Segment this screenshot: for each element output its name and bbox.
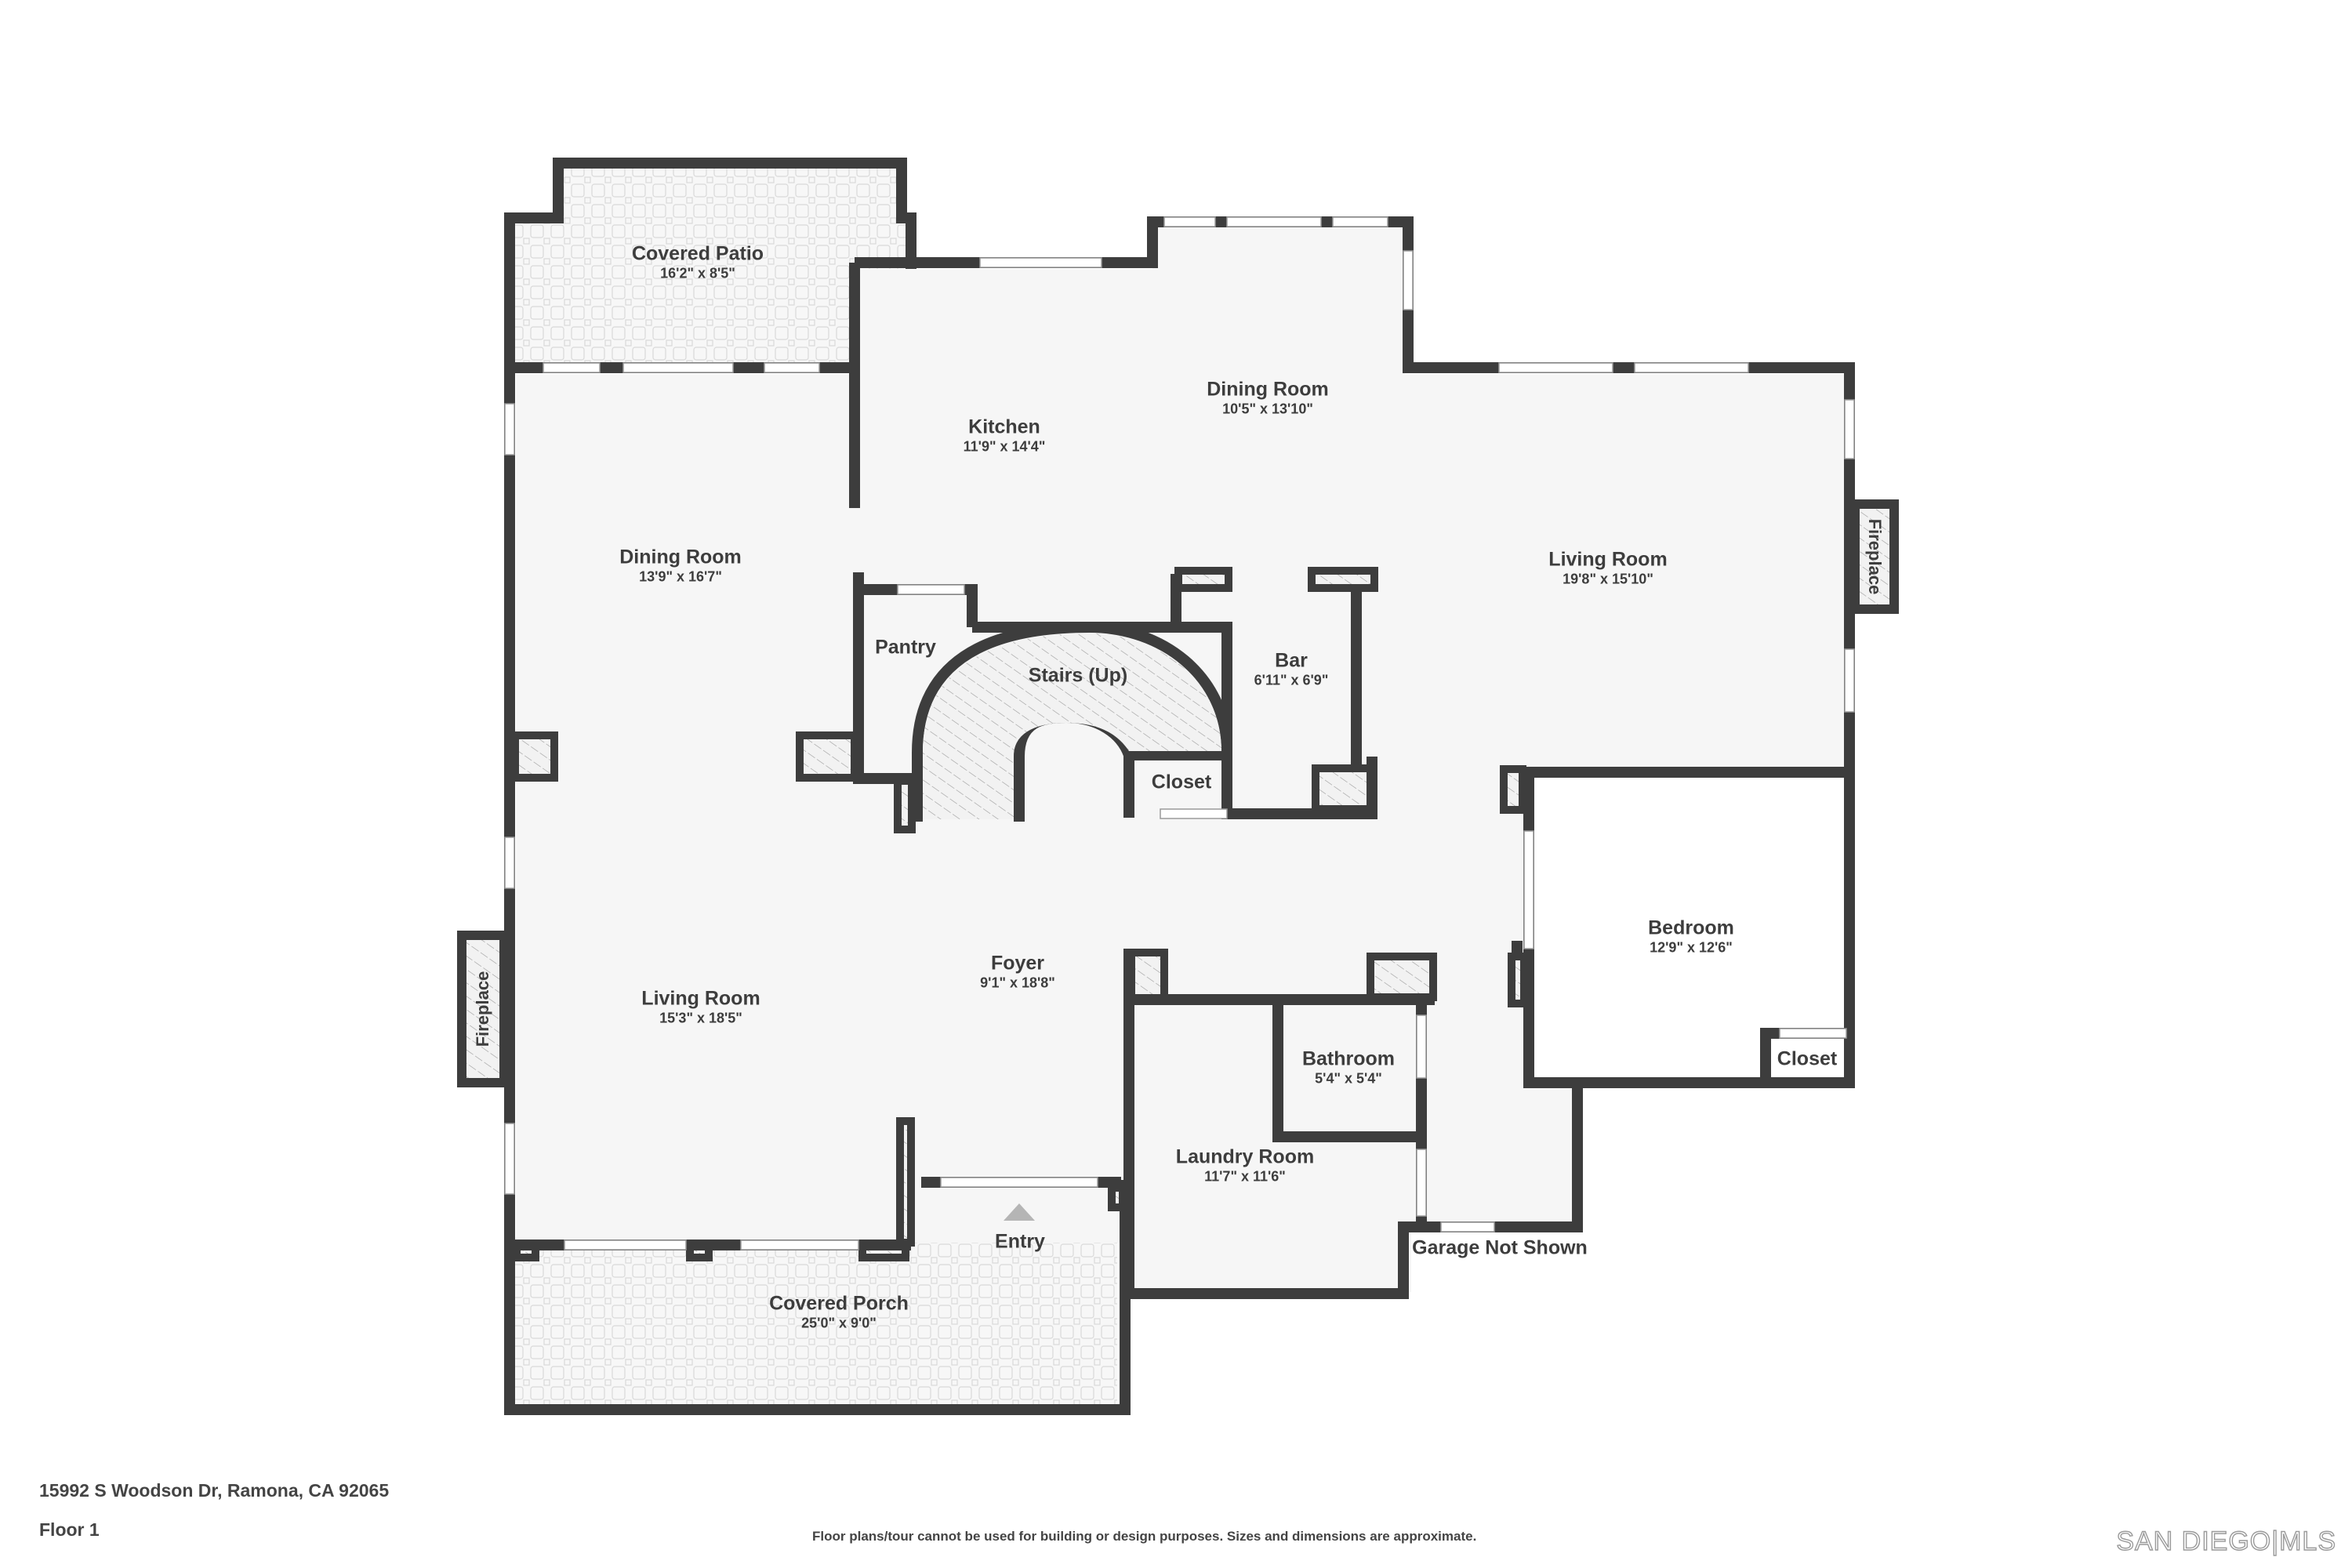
floor-label: Floor 1 [39,1519,100,1540]
room-closet-bedroom: Closet [1777,1048,1837,1071]
room-stairs: Stairs (Up) [1029,665,1127,688]
room-closet-hall: Closet [1152,771,1211,794]
room-dims: 12'9" x 12'6" [1650,939,1733,956]
stairs-fill [923,633,1221,819]
garage-note: Garage Not Shown [1412,1236,1588,1259]
mls-logo: SAN DIEGO|MLS [2116,1526,2336,1556]
room-name: Living Room [1548,548,1668,571]
room-name: Bar [1275,649,1308,672]
room-pantry: Pantry [875,637,936,659]
room-name: Laundry Room [1175,1145,1315,1168]
room-name: Entry [995,1230,1045,1253]
room-name: Bedroom [1648,916,1734,939]
fireplace-left [457,931,509,1087]
room-name: Covered Porch [769,1292,909,1315]
covered-patio-floor [510,163,911,368]
room-name: Stairs (Up) [1028,664,1128,687]
room-name: Bathroom [1301,1047,1396,1070]
columns [511,567,1528,1261]
room-dims: 16'2" x 8'5" [660,265,735,281]
room-dims: 25'0" x 9'0" [801,1315,877,1331]
room-dims: 19'8" x 15'10" [1563,571,1653,587]
entry-arrow-icon [1004,1203,1035,1221]
openings [504,216,1855,1250]
fireplace-left-label: Fireplace [473,971,492,1047]
room-dims: 10'5" x 13'10" [1222,401,1313,417]
address: 15992 S Woodson Dr, Ramona, CA 92065 [39,1480,390,1501]
room-dims: 11'7" x 11'6" [1204,1168,1286,1185]
room-dims: 9'1" x 18'8" [980,975,1055,991]
room-name: Closet [1777,1047,1838,1070]
room-name: Closet [1151,771,1212,793]
room-dims: 13'9" x 16'7" [639,568,722,585]
room-entry: Entry [995,1231,1045,1254]
room-name: Dining Room [619,546,742,568]
room-dims: 15'3" x 18'5" [659,1010,742,1026]
fireplace-right-label: Fireplace [1865,518,1885,595]
fireplace-right [1850,499,1899,614]
room-name: Living Room [641,987,760,1010]
disclaimer: Floor plans/tour cannot be used for buil… [812,1529,1477,1544]
room-dims: 5'4" x 5'4" [1315,1070,1382,1087]
room-name: Foyer [990,952,1045,975]
room-dims: 6'11" x 6'9" [1254,672,1329,688]
room-name: Kitchen [968,416,1040,438]
room-name: Pantry [875,636,936,659]
room-name: Dining Room [1207,378,1329,401]
room-name: Covered Patio [631,242,764,265]
room-dims: 11'9" x 14'4" [963,438,1046,455]
